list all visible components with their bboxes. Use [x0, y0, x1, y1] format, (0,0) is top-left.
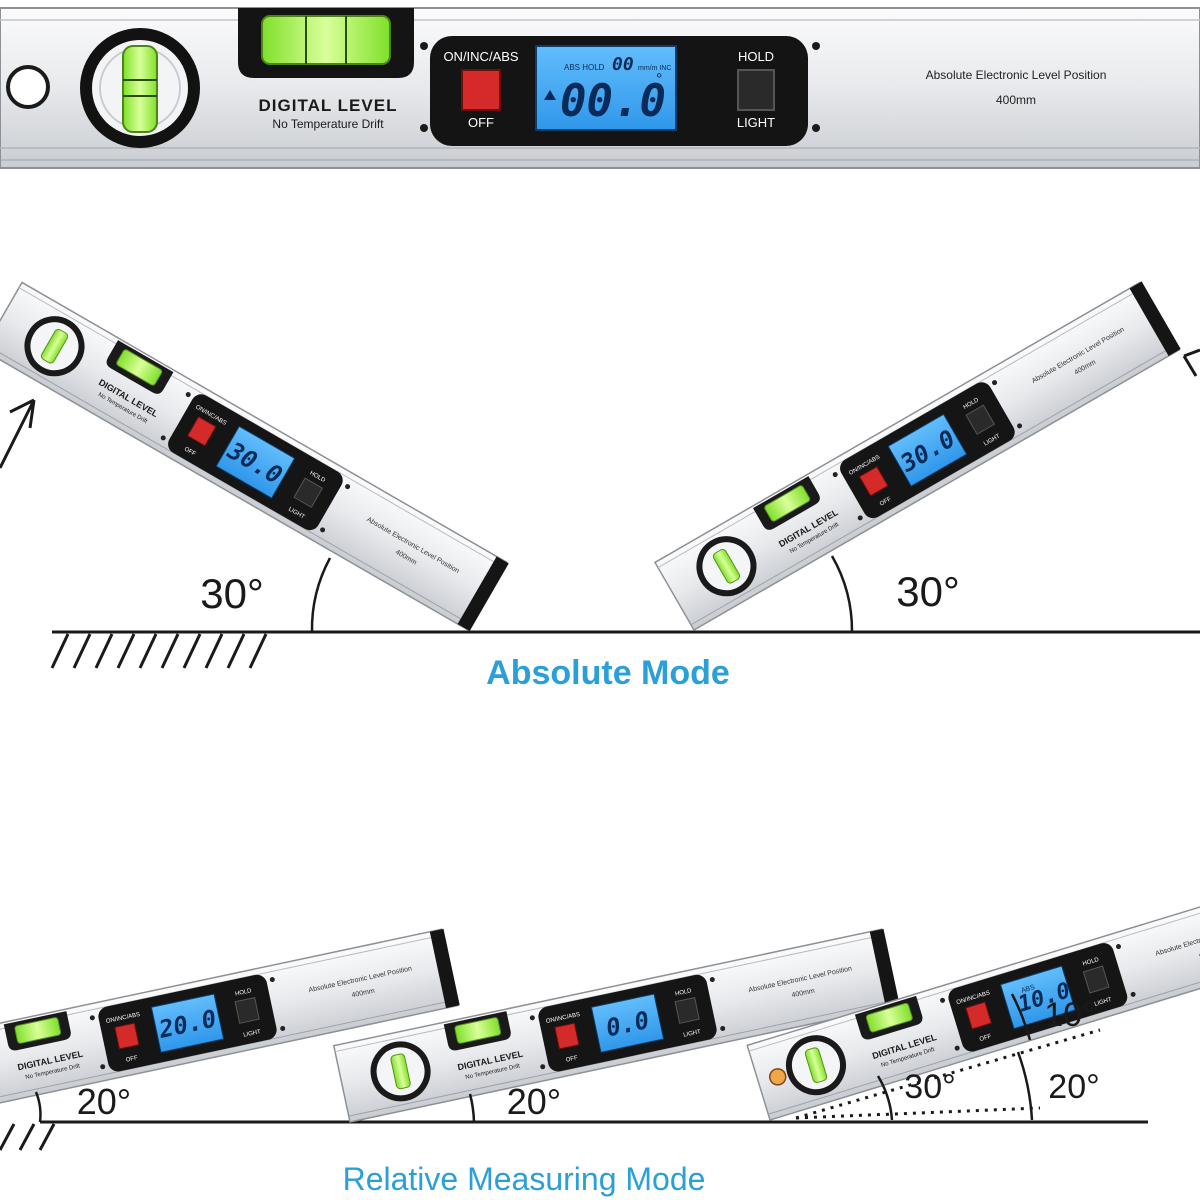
lcd-degree: °: [656, 71, 662, 88]
reference-line-horizontal: [795, 1106, 1041, 1120]
hold-button[interactable]: [737, 69, 775, 111]
hold-label: HOLD: [235, 988, 253, 997]
angle-label-10: 10°: [1044, 996, 1095, 1034]
top-level: DIGITAL LEVEL No Temperature Drift ON/IN…: [0, 7, 1200, 169]
on-inc-abs-label: ON/INC/ABS: [443, 49, 518, 64]
rotation-arrow-icon: [0, 398, 36, 469]
angle-label-right: 30°: [896, 568, 960, 615]
arrow-icon: [544, 90, 556, 100]
lcd-main-readout: 00.0: [560, 76, 666, 127]
absolute-mode-section: 30.0 DIGITAL LEVEL No Temperature Drift …: [0, 281, 1200, 692]
hold-label: HOLD: [1082, 957, 1100, 968]
light-label: LIGHT: [243, 1029, 262, 1039]
hanging-hole: [768, 1068, 787, 1086]
off-label: OFF: [468, 115, 494, 130]
angle-label-1: 20°: [77, 1081, 131, 1122]
ground-hatch: [0, 1123, 56, 1151]
hold-label: HOLD: [675, 988, 693, 997]
off-label: OFF: [879, 496, 893, 507]
lcd-status: ABS: [1020, 984, 1036, 995]
relative-level-2: 0.0 DIGITAL LEVEL No Temperature Drift O…: [334, 929, 900, 1122]
product-size: 400mm: [791, 988, 815, 1000]
top-vial: [238, 8, 414, 78]
angle-arc: [310, 557, 332, 633]
reference-line-20: [795, 1028, 1101, 1120]
angle-arc: [468, 1093, 476, 1123]
light-label: LIGHT: [683, 1029, 702, 1039]
hold-label: HOLD: [738, 49, 774, 64]
power-button[interactable]: [461, 69, 501, 111]
angle-arc: [34, 1091, 42, 1123]
absolute-mode-heading: Absolute Mode: [486, 654, 730, 692]
lcd-small-readout: 00: [612, 54, 634, 75]
off-label: OFF: [565, 1055, 578, 1063]
light-label: LIGHT: [737, 115, 775, 130]
angle-arc: [1010, 993, 1032, 1041]
light-label: LIGHT: [1094, 997, 1113, 1008]
round-vial: [80, 28, 200, 148]
angle-label-left: 30°: [200, 570, 264, 617]
relative-mode-section: 20.0 DIGITAL LEVEL No Temperature Drift …: [0, 881, 1200, 1197]
angle-arc: [830, 555, 854, 633]
left-tilted-level: 30.0 DIGITAL LEVEL No Temperature Drift …: [0, 282, 509, 631]
hanging-hole: [6, 65, 50, 109]
lcd-units: mm/m INC: [638, 65, 671, 72]
level-title: DIGITAL LEVEL: [259, 96, 398, 115]
angle-label-2: 20°: [507, 1081, 561, 1122]
level-subtitle: No Temperature Drift: [272, 117, 384, 131]
relative-level-1: 20.0 DIGITAL LEVEL No Temperature Drift …: [0, 929, 460, 1122]
lcd-status: ABS HOLD: [564, 63, 605, 72]
angle-arc: [1016, 1051, 1034, 1121]
product-size: 400mm: [996, 93, 1036, 107]
off-label: OFF: [979, 1034, 993, 1043]
right-tilted-level: 30.0 DIGITAL LEVEL No Temperature Drift …: [655, 281, 1181, 630]
product-size: 400mm: [351, 988, 375, 1000]
angle-label-20: 20°: [1048, 1068, 1099, 1106]
product-size: 400mm: [1198, 946, 1200, 960]
angle-label-30: 30°: [904, 1068, 955, 1106]
rotation-arrow-icon: [1182, 348, 1200, 377]
ground-hatch: [50, 633, 268, 669]
relative-level-3: ABS 10.0 DIGITAL LEVEL No Temperature Dr…: [747, 881, 1200, 1120]
angle-arc: [876, 1075, 894, 1121]
off-label: OFF: [183, 446, 197, 457]
off-label: OFF: [125, 1055, 138, 1063]
control-panel: ON/INC/ABS OFF ABS HOLD 00 mm/m INC 00.0…: [420, 36, 820, 146]
product-description: Absolute Electronic Level Position: [926, 68, 1107, 82]
lcd-display: [535, 45, 677, 131]
relative-mode-heading: Relative Measuring Mode: [343, 1161, 706, 1197]
